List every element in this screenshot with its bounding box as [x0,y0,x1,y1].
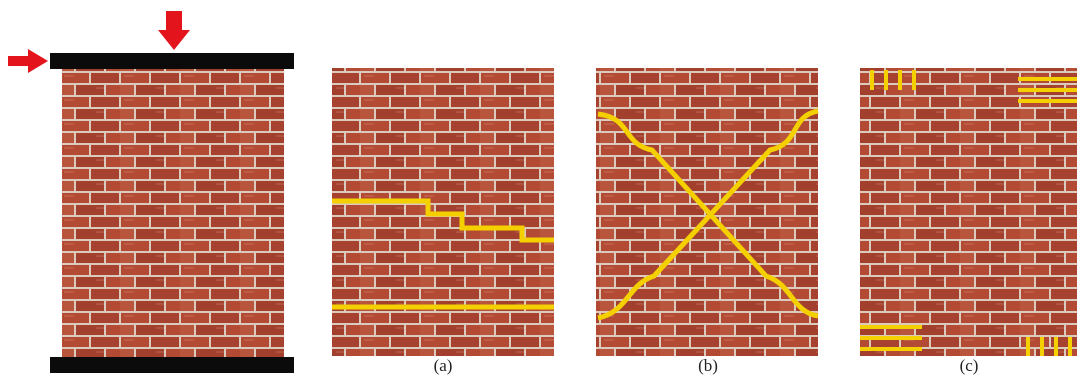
red-down-arrow-icon [158,11,190,50]
panel-diagonal-shear-failure [596,68,818,356]
brick-wall [860,68,1077,356]
panel-label-a: (a) [413,356,473,376]
panel-rocking-failure [860,68,1077,356]
panel-sliding-failure [332,68,554,356]
panel-label-c: (c) [939,356,999,376]
panel-label-b: (b) [678,356,738,376]
bottom-platen [50,357,294,373]
top-platen [50,53,294,69]
red-right-arrow-icon [8,49,48,73]
panel-loaded-wall [8,11,294,373]
brick-wall [62,68,284,358]
